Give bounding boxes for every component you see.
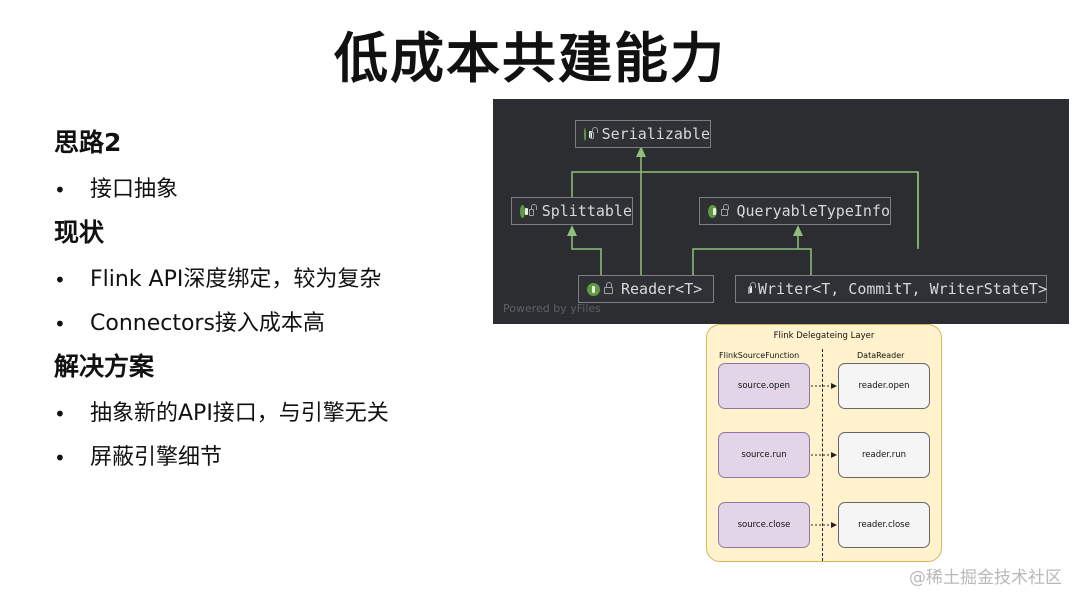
bullet-text: 接口抽象 (90, 177, 179, 202)
node-label: Serializable (601, 125, 710, 143)
arrowhead-icon (567, 225, 577, 236)
section-heading: 解决方案 (54, 352, 155, 381)
node-label: Writer<T, CommitT, WriterStateT> (758, 280, 1047, 298)
class-icon (520, 204, 528, 218)
bullet-text: 抽象新的API接口，与引擎无关 (90, 401, 389, 426)
delegating-layer-diagram: Flink Delegateing Layer FlinkSourceFunct… (706, 324, 942, 562)
bullet-dot-icon: • (54, 268, 66, 292)
bullet-item: • Connectors接入成本高 (54, 302, 474, 346)
source-open-box: source.open (718, 363, 810, 409)
lock-icon (721, 204, 730, 216)
arrowhead-icon (793, 225, 803, 236)
bullet-text: 屏蔽引擎细节 (90, 445, 223, 470)
node-label: Reader<T> (621, 280, 703, 298)
edge-to-queryable (692, 248, 812, 277)
node-writer: Writer<T, CommitT, WriterStateT> (735, 275, 1047, 303)
slide-title: 低成本共建能力 (334, 27, 726, 90)
node-reader: Reader<T> (578, 275, 714, 303)
column-label-reader: DataReader (857, 351, 905, 360)
section-heading: 现状 (54, 218, 105, 247)
node-queryable-type-info: QueryableTypeInfo (699, 197, 891, 225)
text-panel: 思路2 • 接口抽象 现状 • Flink API深度绑定，较为复杂 • Con… (54, 124, 474, 480)
bullet-text: Connectors接入成本高 (90, 311, 325, 336)
source-close-box: source.close (718, 502, 810, 548)
bullet-item: • 抽象新的API接口，与引擎无关 (54, 392, 474, 436)
bullet-dot-icon: • (54, 178, 66, 202)
reader-open-box: reader.open (838, 363, 930, 409)
node-serializable: Serializable (575, 120, 711, 148)
reader-close-box: reader.close (838, 502, 930, 548)
node-splittable: Splittable (511, 197, 633, 225)
class-icon (708, 204, 718, 218)
lock-icon (748, 282, 756, 294)
source-run-box: source.run (718, 432, 810, 478)
edge-reader-splittable (571, 227, 602, 277)
bullet-item: • 接口抽象 (54, 168, 474, 212)
class-hierarchy-diagram: Serializable Splittable QueryableTypeInf… (493, 99, 1069, 324)
arrowhead-icon (636, 146, 646, 157)
bullet-dot-icon: • (54, 446, 66, 470)
lock-icon (529, 204, 537, 216)
arrow-right-icon (811, 522, 837, 528)
lock-icon (604, 282, 613, 294)
bullet-dot-icon: • (54, 402, 66, 426)
bullet-text: Flink API深度绑定，较为复杂 (90, 267, 382, 292)
watermark: @稀土掘金技术社区 (909, 568, 1062, 588)
column-label-source: FlinkSourceFunction (719, 351, 800, 360)
node-label: Splittable (541, 202, 632, 220)
bullet-item: • 屏蔽引擎细节 (54, 436, 474, 480)
bullet-dot-icon: • (54, 312, 66, 336)
arrow-right-icon (811, 452, 837, 458)
bullet-item: • Flink API深度绑定，较为复杂 (54, 258, 474, 302)
reader-run-box: reader.run (838, 432, 930, 478)
arrow-right-icon (811, 383, 837, 389)
inheritance-edges (567, 146, 919, 277)
class-icon (587, 282, 600, 296)
class-icon (584, 127, 594, 141)
layer-title: Flink Delegateing Layer (773, 331, 875, 341)
column-divider (822, 349, 823, 561)
section-heading: 思路2 (54, 128, 122, 157)
powered-by-label: Powered by yFiles (503, 302, 601, 315)
lock-icon (590, 127, 600, 139)
node-label: QueryableTypeInfo (736, 202, 890, 220)
